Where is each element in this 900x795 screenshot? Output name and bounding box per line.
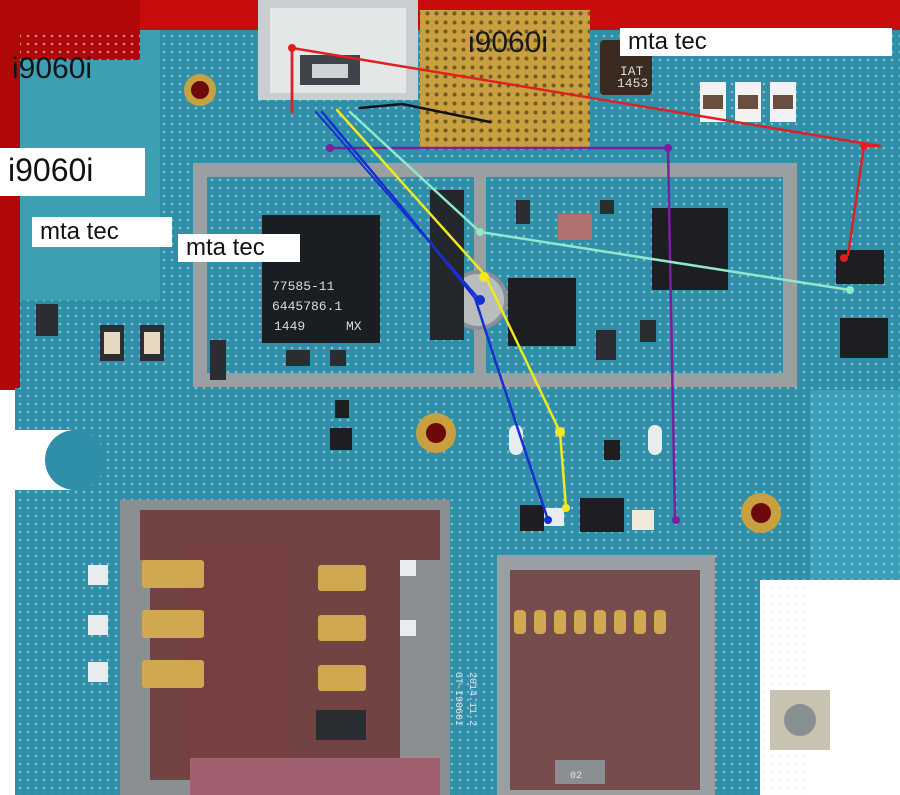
silk-date: 2014.11.2 bbox=[466, 672, 477, 726]
chip-line-1: 77585-11 bbox=[272, 279, 335, 294]
chip-line-3b: MX bbox=[346, 319, 362, 334]
small-components-top bbox=[36, 200, 656, 380]
small-components-bottom bbox=[330, 400, 624, 532]
watermark-i9060i-2: i9060i bbox=[0, 148, 145, 196]
inductor-text-top: IAT bbox=[620, 64, 644, 79]
sim-card-holder bbox=[88, 500, 450, 795]
trace-yellow bbox=[335, 108, 568, 510]
inductor-text-bottom: 1453 bbox=[617, 76, 648, 91]
capacitor-cluster bbox=[700, 82, 796, 122]
watermark-i9060i-3: i9060i bbox=[468, 26, 549, 59]
pink-strip bbox=[190, 758, 440, 795]
shield-frame bbox=[193, 163, 797, 387]
chip-line-3: 1449 bbox=[274, 319, 305, 334]
slot-mark: 02 bbox=[570, 771, 582, 782]
watermark-mta-tec-3: mta tec bbox=[178, 234, 300, 262]
trace-black bbox=[358, 102, 492, 124]
memory-card-slot: 02 bbox=[497, 555, 715, 795]
trace-nodes bbox=[288, 44, 868, 524]
watermark-mta-tec-1: mta tec bbox=[620, 28, 892, 56]
watermark-mta-tec-2: mta tec bbox=[32, 217, 172, 247]
watermark-i9060i-1: i9060i bbox=[12, 52, 93, 85]
trace-blue bbox=[320, 110, 550, 522]
chip-line-2: 6445786.1 bbox=[272, 299, 342, 314]
silk-model: GT-I9060I bbox=[452, 672, 463, 726]
chip-center bbox=[508, 278, 576, 346]
chip-right bbox=[652, 208, 728, 290]
